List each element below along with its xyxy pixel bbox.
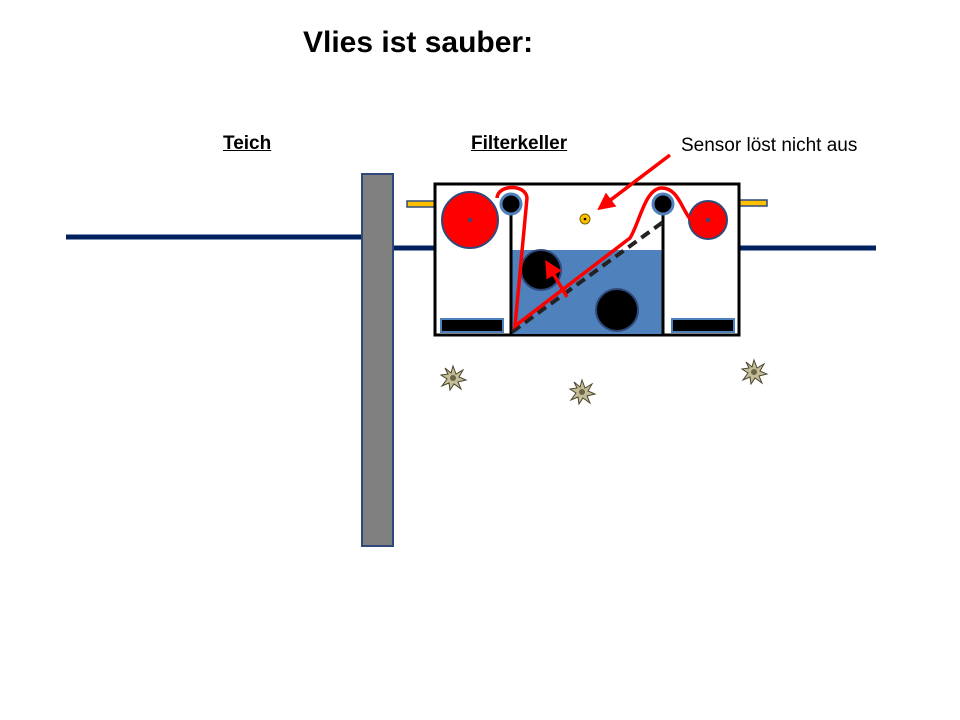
guide-roller-left xyxy=(499,192,523,216)
flow-arrow xyxy=(545,259,569,298)
label-filterkeller: Filterkeller xyxy=(471,133,568,154)
guide-roller-right xyxy=(651,192,675,216)
sensor-note: Sensor löst nicht aus xyxy=(681,135,858,156)
label-teich: Teich xyxy=(223,133,272,154)
debris-particle xyxy=(740,358,769,386)
inlet-nozzle-left xyxy=(406,200,436,208)
slot-left xyxy=(440,318,504,333)
pond-wall xyxy=(361,173,394,547)
debris-particle xyxy=(439,364,468,392)
fleece-path xyxy=(495,185,693,330)
roller-basin-top xyxy=(520,249,562,291)
outlet-nozzle-right xyxy=(738,199,768,207)
sensor-pointer-arrow xyxy=(597,153,672,211)
roller-basin-bottom xyxy=(595,288,639,332)
debris-particle xyxy=(568,378,597,406)
slot-right xyxy=(671,318,735,333)
page-title: Vlies ist sauber: xyxy=(303,26,534,59)
